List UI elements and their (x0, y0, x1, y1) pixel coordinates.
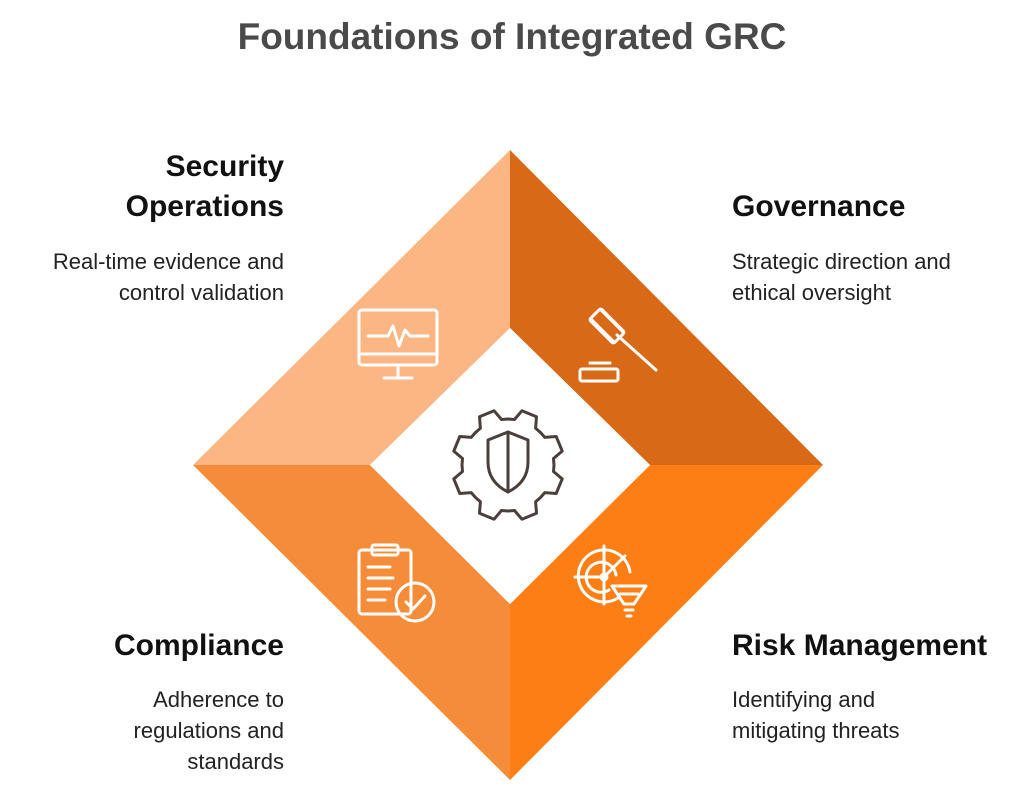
center-diamond (370, 328, 650, 604)
security-operations-heading-text: Security Operations (125, 150, 284, 223)
compliance-segment[interactable] (193, 465, 510, 780)
security-operations-description: Real-time evidence and control validatio… (52, 249, 284, 305)
monitor-heartbeat-icon (357, 308, 439, 380)
radar-funnel-icon (573, 544, 648, 618)
gear-shield-icon (452, 409, 564, 521)
governance-segment[interactable] (510, 150, 823, 465)
security-operations-heading: Security Operations (20, 147, 284, 227)
page-title: Foundations of Integrated GRC (237, 16, 787, 57)
governance-description: Strategic direction and ethical oversigh… (732, 249, 951, 305)
risk-management-segment[interactable] (510, 465, 823, 780)
governance-heading: Governance (732, 190, 906, 223)
compliance-heading: Compliance (113, 629, 284, 662)
security-operations-segment[interactable] (193, 150, 510, 465)
risk-management-description: Identifying and mitigating threats (732, 687, 900, 743)
clipboard-check-icon (357, 543, 436, 623)
gavel-icon (578, 307, 658, 383)
risk-management-heading: Risk Management (732, 629, 988, 662)
compliance-description: Adherence to regulations and standards (133, 687, 284, 774)
